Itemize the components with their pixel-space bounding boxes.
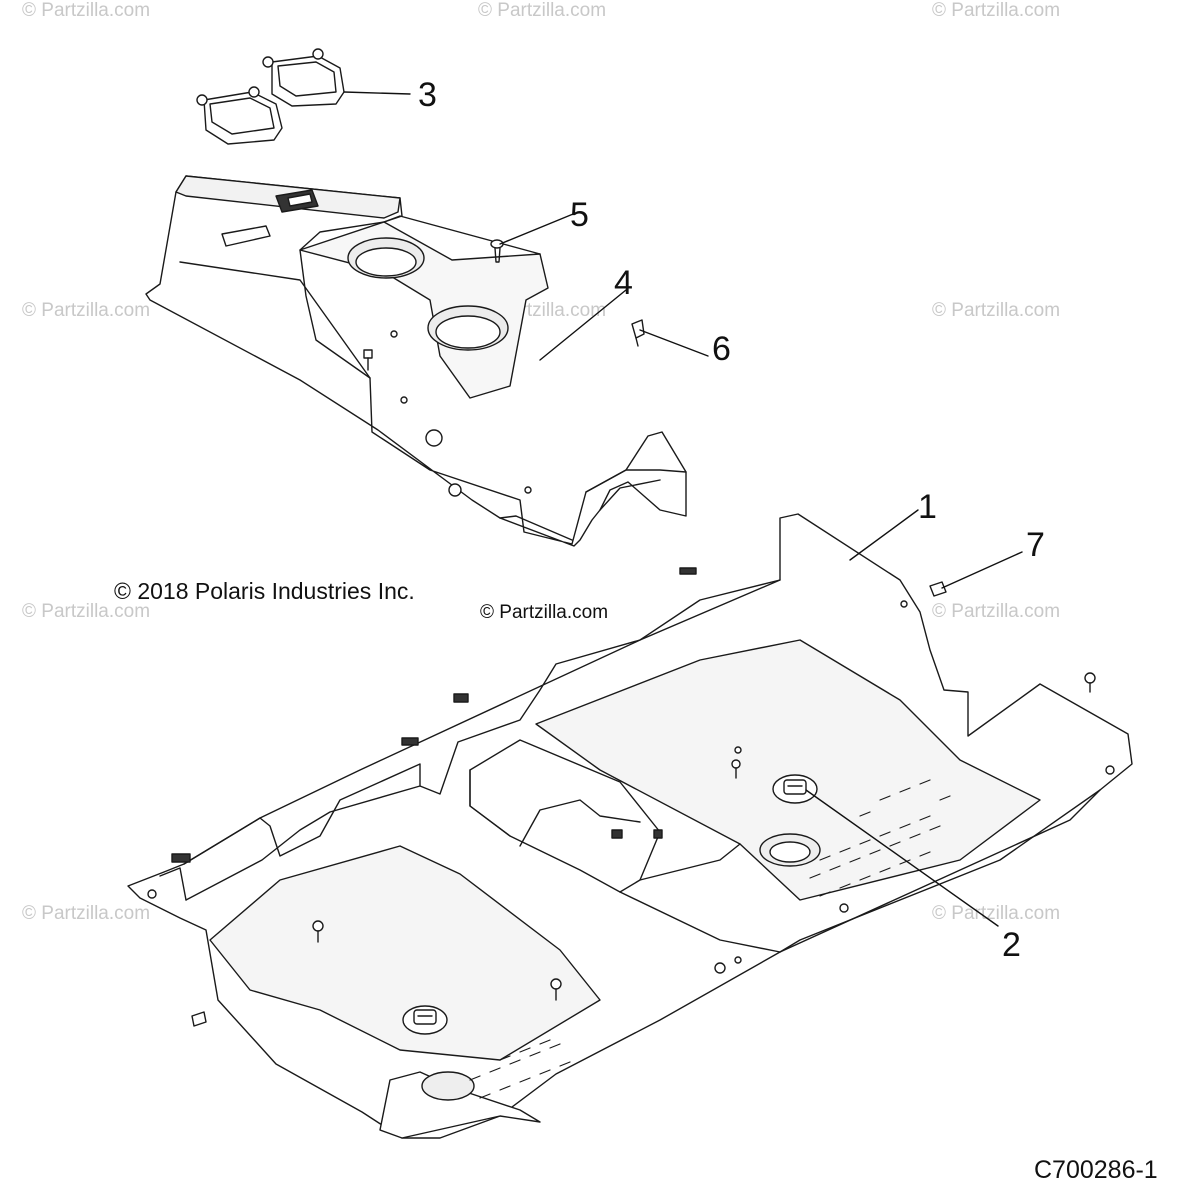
part-7-clip [929,581,947,597]
drawing-number: C700286-1 [1034,1156,1158,1184]
watermark: © Partzilla.com [22,601,151,622]
watermark: © Partzilla.com [932,0,1061,21]
part-3-lids [196,48,345,145]
callout-3: 3 [418,76,437,114]
leader-lines [343,91,1023,927]
watermark: © Partzilla.com [932,903,1061,924]
watermark: © Partzilla.com [932,601,1061,622]
part-6-push-rivet [631,319,645,347]
watermark: © Partzilla.com [22,903,151,924]
callout-7: 7 [1026,526,1045,564]
watermark: © Partzilla.com [22,0,151,21]
callout-1: 1 [918,488,937,526]
part-4-console [145,175,687,547]
watermark: © Partzilla.com [932,300,1061,321]
part-2-drain-plug [402,1005,448,1035]
callout-2: 2 [1002,926,1021,964]
part-5-screw [490,239,504,263]
callout-5: 5 [570,196,589,234]
callout-4: 4 [614,264,633,302]
callout-6: 6 [712,330,731,368]
watermark: © Partzilla.com [22,300,151,321]
site-credit: © Partzilla.com [480,602,609,623]
part-2-drain-plug [772,774,818,804]
copyright-notice: © 2018 Polaris Industries Inc. [114,578,415,604]
part-1-floor-tub [127,513,1133,1139]
watermark: © Partzilla.com [478,0,607,21]
